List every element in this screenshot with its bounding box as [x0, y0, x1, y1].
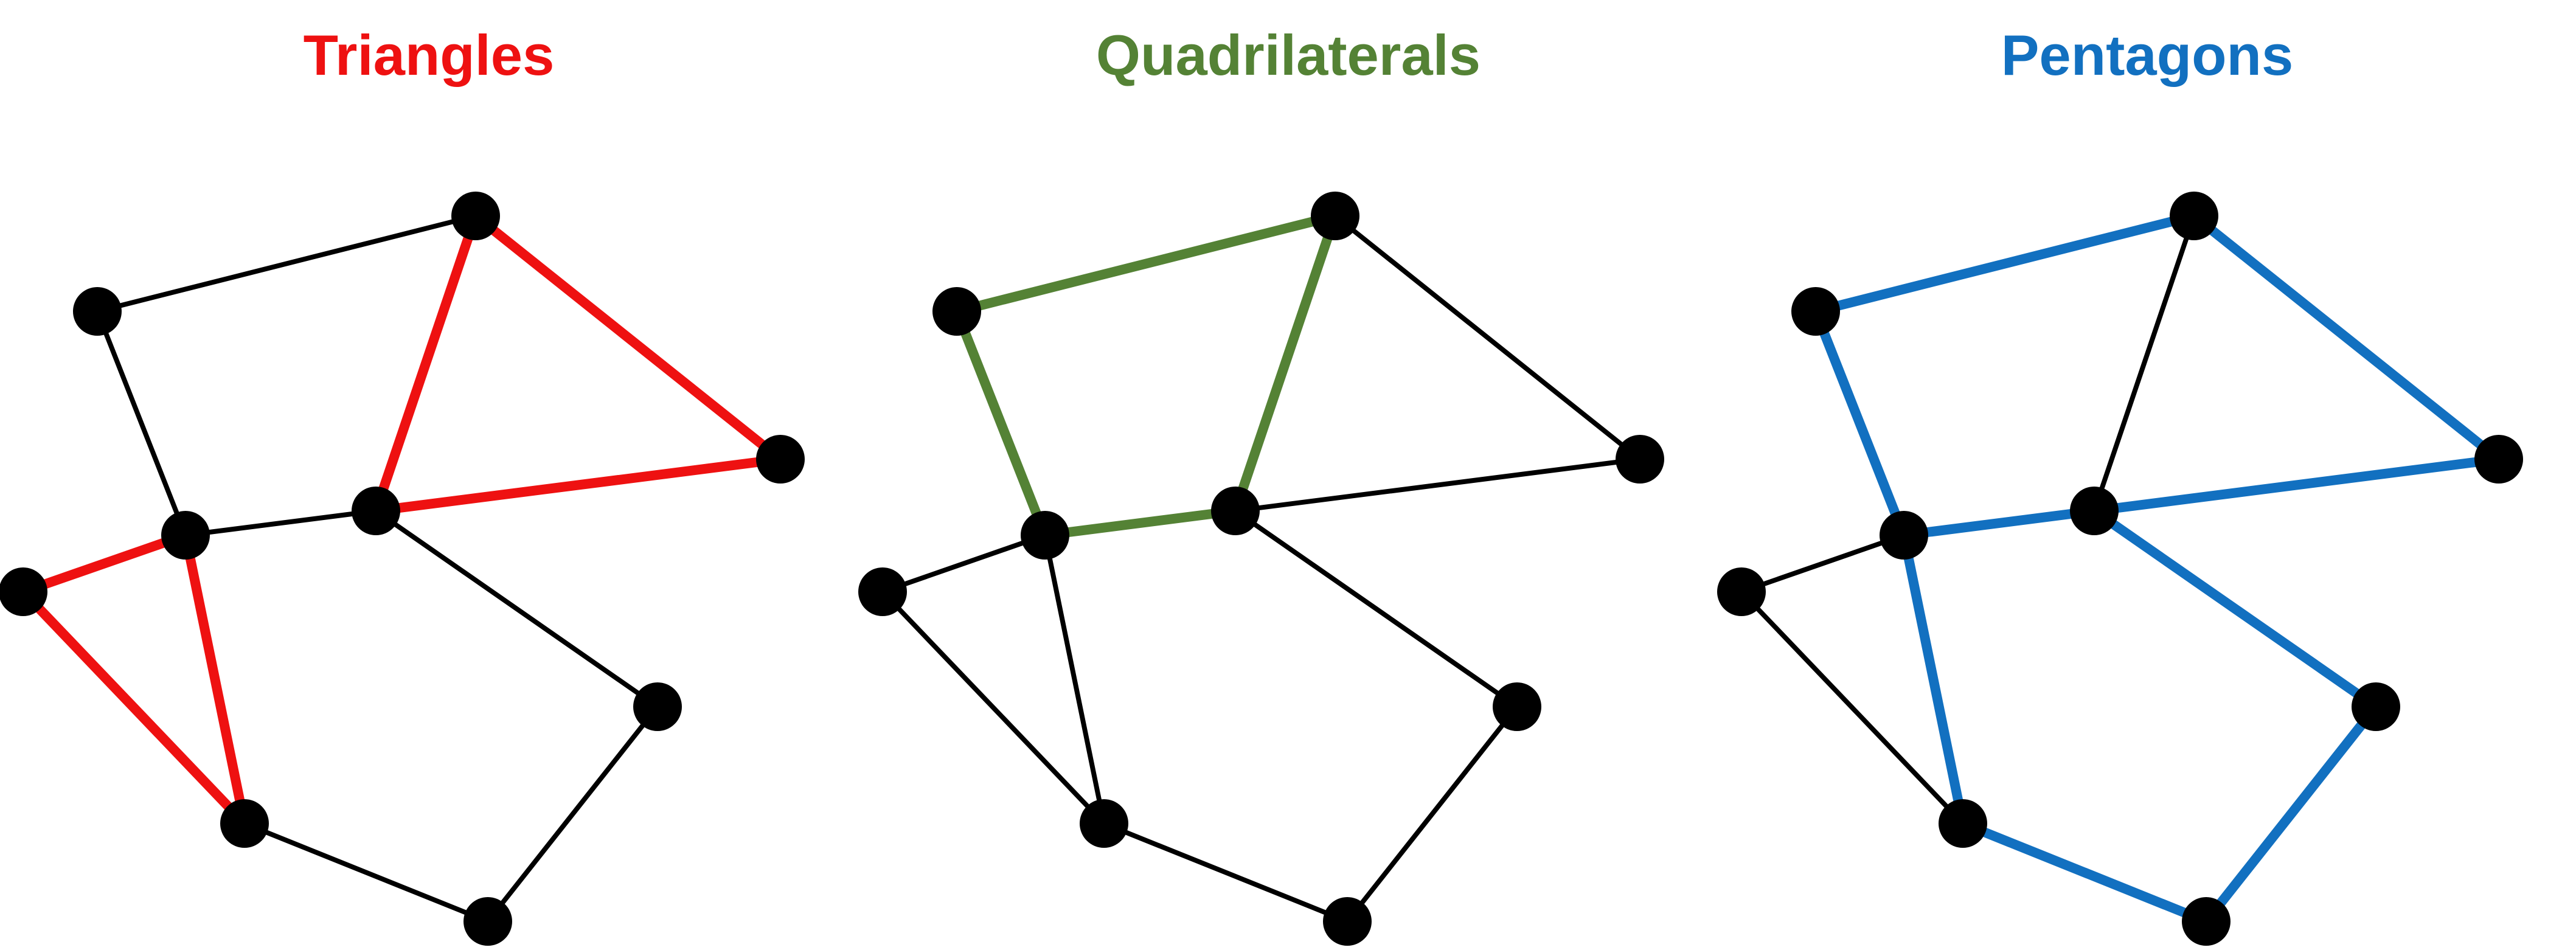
node-n9 — [0, 567, 47, 616]
node-n3 — [1021, 511, 1069, 560]
node-n1 — [1791, 287, 1840, 336]
highlighted-edge-n4-n5 — [2089, 454, 2504, 516]
node-n10 — [2182, 897, 2231, 946]
node-n7 — [220, 799, 269, 848]
triangles-panel: Triangles — [0, 0, 858, 950]
edge-n3-n9 — [880, 533, 1047, 594]
node-n5 — [2474, 435, 2523, 484]
highlighted-edge-n2-n4 — [1231, 211, 1340, 516]
node-n9 — [858, 567, 907, 616]
pentagons-title: Pentagons — [2001, 23, 2294, 87]
node-n5 — [756, 435, 805, 484]
node-n2 — [451, 192, 500, 240]
highlighted-edge-n7-n10 — [1958, 819, 2211, 926]
quadrilaterals-nodes — [858, 192, 1664, 946]
edge-n2-n6 — [1333, 213, 1642, 462]
node-n4 — [2070, 487, 2119, 535]
node-n8 — [2352, 682, 2400, 731]
quadrilaterals-title: Quadrilaterals — [1095, 23, 1481, 87]
node-n8 — [1493, 682, 1541, 731]
edge-n4-n8 — [1233, 508, 1519, 709]
quadrilaterals-edges — [880, 211, 1642, 924]
pentagons-nodes — [1717, 192, 2523, 946]
node-n10 — [1323, 897, 1372, 946]
edge-n1-n3 — [95, 309, 188, 538]
highlighted-edge-n2-n6 — [2189, 211, 2504, 464]
node-n1 — [73, 287, 122, 336]
node-n4 — [352, 487, 400, 535]
node-n5 — [1616, 435, 1664, 484]
highlighted-edge-n4-n8 — [2089, 506, 2381, 712]
highlighted-edge-n8-n10 — [2201, 702, 2381, 926]
highlighted-edge-n3-n7 — [181, 530, 249, 828]
quadrilaterals-graph — [858, 192, 1664, 946]
node-n3 — [1880, 511, 1928, 560]
highlighted-edge-n1-n2 — [1811, 211, 2199, 316]
highlighted-edge-n2-n6 — [471, 211, 785, 464]
pentagons-edges — [1739, 211, 2504, 926]
node-n8 — [633, 682, 682, 731]
edge-n8-n10 — [1345, 704, 1519, 924]
node-n1 — [932, 287, 981, 336]
highlighted-edge-n3-n4 — [1899, 506, 2099, 540]
highlighted-edge-n3-n9 — [18, 530, 190, 597]
highlighted-edge-n9-n7 — [18, 587, 249, 828]
edge-n8-n10 — [485, 704, 660, 924]
edge-n3-n9 — [1739, 533, 1906, 594]
triangles-title: Triangles — [303, 23, 555, 87]
node-n7 — [1939, 799, 1987, 848]
node-n2 — [1311, 192, 1359, 240]
node-n3 — [161, 511, 210, 560]
node-n2 — [2170, 192, 2218, 240]
node-n9 — [1717, 567, 1766, 616]
edge-n7-n10 — [1102, 821, 1350, 924]
edge-n4-n8 — [373, 508, 660, 709]
edge-n3-n4 — [183, 508, 378, 538]
triangles-nodes — [0, 192, 805, 946]
edge-n3-n7 — [1043, 533, 1106, 826]
highlighted-edge-n2-n4 — [371, 211, 481, 516]
triangles-graph — [0, 192, 805, 946]
edge-n2-n4 — [2092, 213, 2196, 513]
edge-n4-n5 — [1233, 457, 1642, 513]
highlighted-edge-n3-n7 — [1899, 530, 1968, 828]
highlighted-edge-n1-n3 — [952, 307, 1050, 540]
quadrilaterals-panel: Quadrilaterals — [858, 0, 1717, 950]
highlighted-edge-n3-n4 — [1040, 506, 1240, 540]
pentagons-panel: Pentagons — [1717, 0, 2576, 950]
node-n4 — [1211, 487, 1260, 535]
node-n7 — [1080, 799, 1128, 848]
node-n10 — [463, 897, 512, 946]
highlighted-edge-n4-n5 — [371, 454, 785, 516]
edge-n7-n10 — [242, 821, 490, 924]
triangles-edges — [18, 211, 785, 924]
edge-n1-n2 — [95, 213, 478, 314]
edge-n9-n7 — [880, 589, 1106, 826]
pentagons-graph — [1717, 192, 2523, 946]
highlighted-edge-n1-n3 — [1811, 307, 1909, 540]
highlighted-edge-n1-n2 — [952, 211, 1340, 316]
edge-n9-n7 — [1739, 589, 1965, 826]
